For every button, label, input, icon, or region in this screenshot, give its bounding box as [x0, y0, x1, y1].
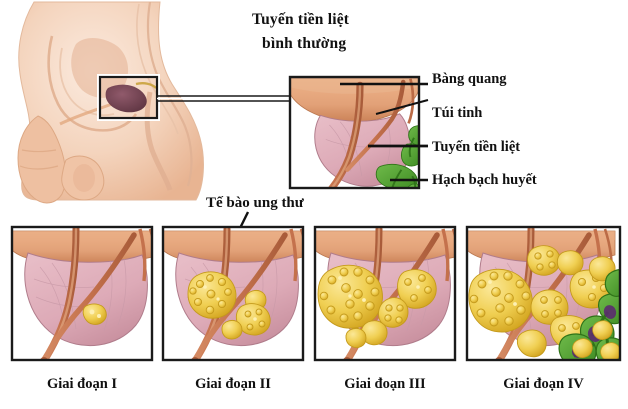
normal-prostate-inset	[288, 75, 421, 190]
anatomy-label-prostate: Tuyến tiền liệt	[432, 139, 521, 155]
callout-box-small	[97, 74, 160, 121]
label-leader-lines	[340, 82, 429, 182]
male-pelvis-anatomy	[17, 1, 204, 204]
stage-panel-3	[313, 225, 457, 362]
lymph-node-metastasis	[558, 269, 620, 360]
stage-label-4: Giai đoạn IV	[503, 376, 584, 392]
stage-label-1: Giai đoạn I	[46, 376, 118, 392]
callout-connector	[157, 95, 290, 102]
tumor-cluster	[317, 264, 437, 349]
stage-panel-2	[161, 225, 305, 362]
anatomy-label-lymph-nodes: Hạch bạch huyết	[432, 172, 537, 188]
stage-panel-4	[465, 225, 622, 362]
diagram-title-line1: Tuyến tiền liệt	[252, 11, 350, 28]
stage-label-2: Giai đoạn II	[195, 376, 271, 392]
tumor-cluster	[82, 303, 107, 325]
anatomy-label-bladder: Bàng quang	[432, 71, 507, 87]
diagram-title-line2: bình thường	[262, 35, 347, 52]
stage-label-3: Giai đoạn III	[344, 376, 426, 392]
anatomy-label-seminal: Túi tinh	[432, 105, 483, 121]
stage-panel-1	[10, 225, 154, 362]
tumor-cluster	[187, 271, 271, 340]
cancer-cells-label: Tế bào ung thư	[206, 195, 304, 211]
